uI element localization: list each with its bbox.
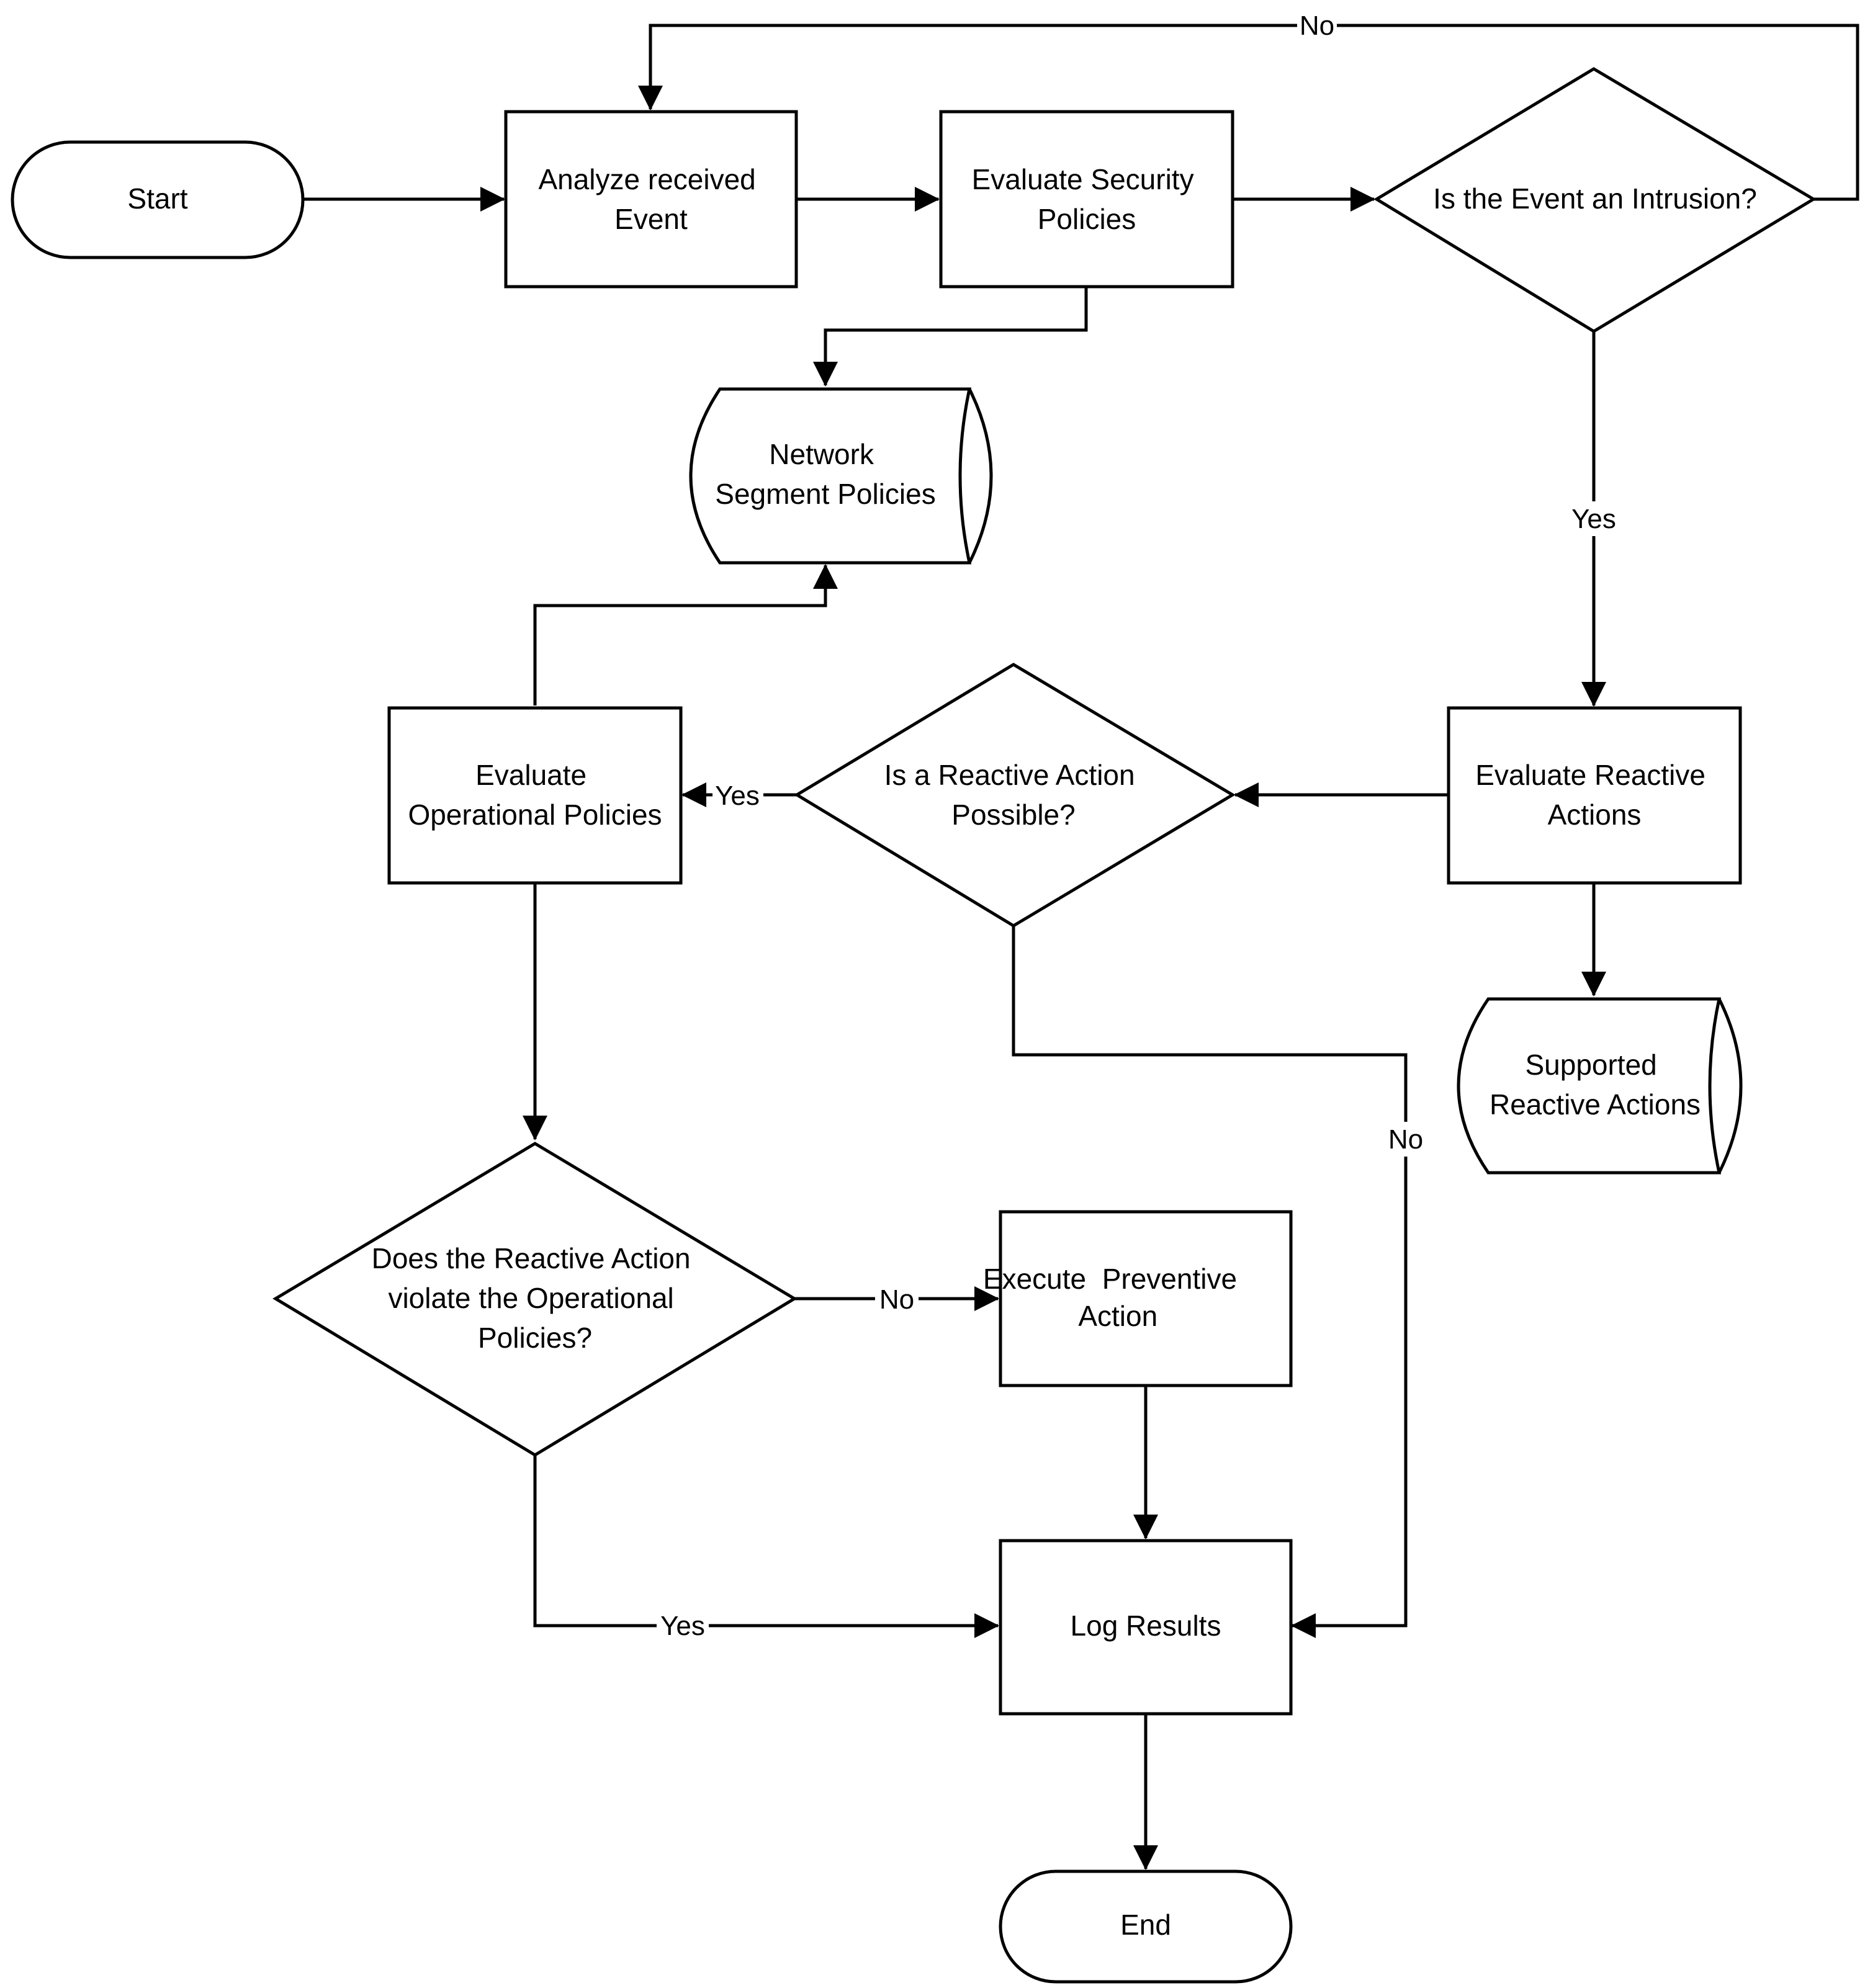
does-violate-label: Does the Reactive Action violate the Ope… (372, 1242, 699, 1354)
analyze-event-label: Analyze received Event (538, 163, 763, 235)
network-segment-policies-store: Network Segment Policies (689, 387, 993, 565)
edge-labels: No Yes Yes No No Yes (657, 10, 1620, 1642)
evaluate-reactive-actions-process: Evaluate Reactive Actions (1447, 706, 1742, 885)
is-intrusion-label: Is the Event an Intrusion? (1433, 182, 1757, 215)
supported-reactive-actions-label: Supported Reactive Actions (1490, 1049, 1701, 1121)
does-violate-decision: Does the Reactive Action violate the Ope… (272, 1142, 798, 1457)
end-terminator: End (999, 1869, 1293, 1984)
execute-preventive-action-label: Execute Preventive Action (0, 0, 1308, 1332)
end-label: End (1120, 1909, 1171, 1941)
edge-intrusion-no-loop (638, 24, 1859, 201)
log-results-process: Log Results (999, 1539, 1293, 1716)
execute-preventive-action-process: Execute Preventive Action (0, 0, 1308, 1387)
network-segment-policies-label: Network Segment Policies (715, 438, 935, 510)
is-reactive-possible-label: Is a Reactive Action Possible? (884, 759, 1143, 831)
start-label: Start (127, 182, 187, 215)
is-reactive-possible-decision: Is a Reactive Action Possible? (794, 663, 1236, 928)
start-terminator: Start (11, 140, 305, 259)
nodes: Start Analyze received Event Evaluate Se… (0, 0, 1817, 1984)
evaluate-security-policies-label: Evaluate Security Policies (972, 163, 1202, 235)
is-intrusion-decision: Is the Event an Intrusion? (1373, 67, 1817, 333)
evaluate-reactive-actions-label: Evaluate Reactive Actions (1475, 759, 1714, 831)
possible-no-label: No (1388, 1124, 1423, 1155)
analyze-event-process: Analyze received Event (504, 110, 798, 289)
edge-violate-yes (533, 1455, 999, 1638)
violate-yes-label: Yes (660, 1611, 705, 1641)
evaluate-operational-policies-process: Evaluate Operational Policies (387, 706, 683, 885)
intrusion-no-label: No (1300, 11, 1334, 41)
supported-reactive-actions-store: Supported Reactive Actions (1457, 997, 1743, 1175)
edge-eval-security-to-network-segment (813, 288, 1088, 387)
possible-yes-label: Yes (715, 781, 760, 811)
evaluate-operational-policies-label: Evaluate Operational Policies (408, 759, 662, 831)
edge-possible-no (1012, 926, 1408, 1638)
intrusion-yes-label: Yes (1571, 504, 1616, 534)
violate-no-label: No (879, 1284, 914, 1315)
evaluate-security-policies-process: Evaluate Security Policies (939, 110, 1234, 289)
log-results-label: Log Results (1071, 1610, 1221, 1642)
edge-eval-operational-to-network-segment (533, 564, 838, 705)
